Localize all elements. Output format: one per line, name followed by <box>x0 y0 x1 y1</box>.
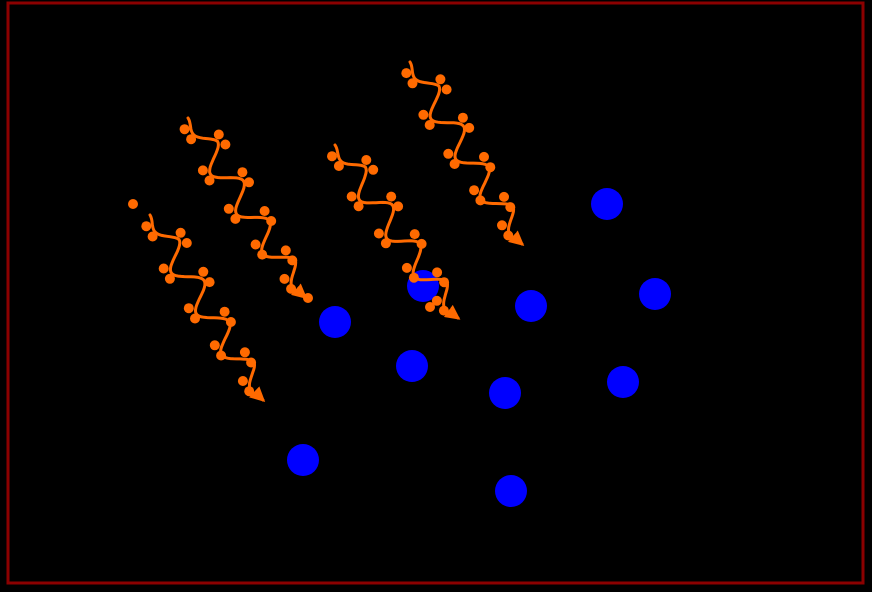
particle-1 <box>591 188 623 220</box>
photon-4-dot-17 <box>497 220 507 231</box>
photon-2-dot-14 <box>257 249 268 260</box>
photon-2-dot-13 <box>250 239 261 250</box>
photon-4-dot-15 <box>499 191 509 202</box>
photon-4-dot-4 <box>441 84 452 95</box>
photon-1-dot-8 <box>204 277 215 288</box>
photon-4-dot-5 <box>418 109 429 120</box>
particle-3 <box>515 290 547 322</box>
particle-7 <box>319 306 351 338</box>
photon-2-dot-16 <box>287 255 298 266</box>
photon-3-dot-8 <box>393 201 404 212</box>
photon-4-dot-9 <box>443 148 454 159</box>
photon-4-dot-18 <box>503 230 514 241</box>
particle-6 <box>396 350 428 382</box>
photon-4 <box>401 60 525 246</box>
photon-4-dot-16 <box>505 202 516 213</box>
photon-1-dot-18 <box>244 386 255 397</box>
photon-3-dot-11 <box>409 229 420 240</box>
photon-3-dot-2 <box>333 161 344 171</box>
photon-1-dot-16 <box>246 357 257 368</box>
photon-3-dot-1 <box>327 151 337 162</box>
photon-4-dot-11 <box>479 151 489 162</box>
photon-2-dot-18 <box>286 283 297 294</box>
photon-2-dot-17 <box>279 273 290 284</box>
photon-2-dot-1 <box>179 124 190 135</box>
photon-1-dot-4 <box>181 238 192 248</box>
photon-1-dot-1 <box>141 221 152 232</box>
photon-1-dot-11 <box>219 306 230 317</box>
photon-2-dot-8 <box>244 177 254 188</box>
photon-2-dot-9 <box>223 203 234 214</box>
photon-2-dot-15 <box>280 245 291 256</box>
particle-9 <box>287 444 319 476</box>
photon-2-dot-6 <box>204 175 215 186</box>
photon-1-dot-15 <box>239 347 250 358</box>
photon-1-dot-3 <box>175 227 186 238</box>
photon-1-dot-5 <box>158 263 169 274</box>
stray-photon-dot-2 <box>303 293 313 303</box>
particle-10 <box>495 475 527 507</box>
photon-1-dot-7 <box>198 266 209 277</box>
photon-2-dot-5 <box>197 165 208 176</box>
photon-2-dot-12 <box>266 216 277 226</box>
photon-4-dot-12 <box>485 162 496 173</box>
photon-3-dot-9 <box>373 228 384 239</box>
photon-4-dot-10 <box>449 159 460 169</box>
photon-3 <box>327 143 461 320</box>
photon-3-dot-3 <box>361 155 372 165</box>
photon-3-dot-10 <box>380 238 391 249</box>
photon-4-dot-6 <box>424 120 435 130</box>
photon-4-dot-7 <box>457 112 468 123</box>
particle-5 <box>489 377 521 409</box>
stray-photon-dot-3 <box>425 302 435 312</box>
photon-3-dot-6 <box>353 201 364 212</box>
photon-2-dot-2 <box>186 134 197 145</box>
photon-3-dot-16 <box>439 277 450 288</box>
photon-1 <box>141 213 266 403</box>
photon-3-dot-14 <box>408 272 419 283</box>
photon-3-dot-4 <box>368 164 379 175</box>
photon-4-dot-3 <box>435 74 446 85</box>
photon-1-dot-10 <box>190 313 200 324</box>
photon-1-dot-2 <box>147 231 158 242</box>
photon-3-dot-5 <box>346 191 357 202</box>
photon-4-dot-13 <box>469 185 480 196</box>
particle-4 <box>607 366 639 398</box>
photon-1-dot-9 <box>183 303 194 314</box>
photon-1-dot-14 <box>216 350 227 361</box>
photon-2-dot-10 <box>230 213 241 224</box>
photon-3-dot-13 <box>401 262 412 273</box>
photon-3-dot-15 <box>432 267 443 278</box>
photon-3-dot-17 <box>431 295 442 306</box>
photon-4-dot-8 <box>464 122 475 133</box>
stray-photon-dot-1 <box>128 199 138 209</box>
photon-3-dot-7 <box>386 191 397 202</box>
particle-2 <box>639 278 671 310</box>
photon-3-dot-18 <box>438 305 449 316</box>
photon-1-dot-17 <box>237 376 248 386</box>
photon-3-dot-12 <box>416 238 427 249</box>
photon-2 <box>179 116 308 299</box>
photon-group <box>128 60 525 403</box>
photon-2-dot-11 <box>259 206 270 216</box>
photon-2-dot-3 <box>213 129 224 140</box>
photon-4-dot-2 <box>407 78 418 89</box>
photon-1-dot-6 <box>164 273 175 284</box>
frame-border <box>6 1 865 585</box>
photon-2-dot-7 <box>237 167 248 178</box>
photon-4-dot-14 <box>475 195 486 206</box>
photon-2-dot-4 <box>220 139 231 150</box>
photon-1-dot-13 <box>209 340 220 351</box>
photon-4-dot-1 <box>401 68 412 79</box>
photon-1-dot-12 <box>225 317 236 327</box>
